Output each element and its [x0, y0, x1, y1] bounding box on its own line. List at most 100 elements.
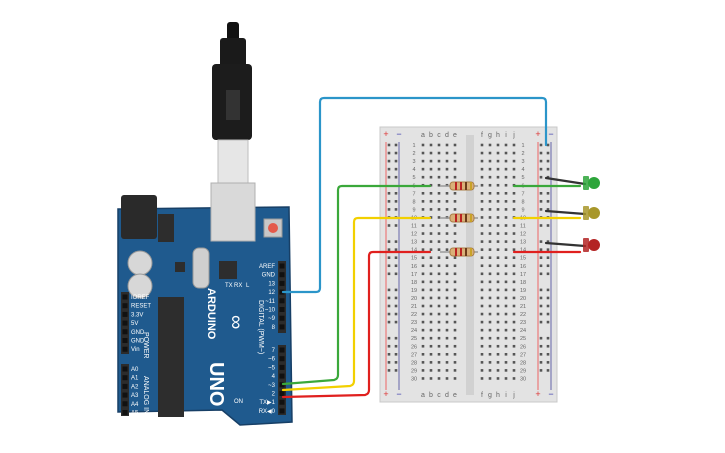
- breadboard-hole[interactable]: [504, 320, 508, 324]
- breadboard-hole[interactable]: [504, 377, 508, 380]
- breadboard-hole[interactable]: [445, 224, 449, 227]
- breadboard-hole[interactable]: [429, 336, 433, 340]
- pin-socket[interactable]: [279, 280, 285, 286]
- breadboard-hole[interactable]: [437, 183, 441, 187]
- breadboard-hole[interactable]: [496, 175, 500, 179]
- breadboard-hole[interactable]: [488, 240, 492, 243]
- breadboard-hole[interactable]: [453, 232, 457, 235]
- breadboard-hole[interactable]: [421, 296, 425, 300]
- pin-socket[interactable]: [279, 272, 285, 278]
- breadboard-hole[interactable]: [480, 248, 484, 251]
- rail-hole[interactable]: [394, 312, 398, 316]
- breadboard-hole[interactable]: [480, 328, 484, 332]
- rail-hole[interactable]: [387, 288, 391, 292]
- breadboard-hole[interactable]: [445, 296, 449, 300]
- breadboard-hole[interactable]: [496, 264, 500, 268]
- rail-hole[interactable]: [387, 248, 391, 251]
- breadboard-hole[interactable]: [453, 151, 457, 155]
- rail-hole[interactable]: [546, 151, 550, 155]
- rail-hole[interactable]: [539, 248, 543, 251]
- rail-hole[interactable]: [546, 167, 550, 171]
- breadboard-hole[interactable]: [512, 256, 516, 259]
- breadboard-hole[interactable]: [445, 344, 449, 348]
- breadboard-hole[interactable]: [453, 353, 457, 356]
- breadboard-hole[interactable]: [437, 264, 441, 268]
- rail-hole[interactable]: [546, 288, 550, 292]
- breadboard-hole[interactable]: [512, 224, 516, 227]
- breadboard-hole[interactable]: [512, 369, 516, 372]
- pin-socket[interactable]: [122, 375, 128, 381]
- breadboard-hole[interactable]: [488, 167, 492, 171]
- rail-hole[interactable]: [387, 344, 391, 348]
- breadboard-hole[interactable]: [504, 280, 508, 284]
- breadboard-hole[interactable]: [496, 353, 500, 356]
- pin-socket[interactable]: [279, 408, 285, 414]
- breadboard-hole[interactable]: [480, 369, 484, 372]
- breadboard-hole[interactable]: [445, 304, 449, 308]
- breadboard-hole[interactable]: [488, 175, 492, 179]
- breadboard-hole[interactable]: [488, 336, 492, 340]
- breadboard-hole[interactable]: [504, 336, 508, 340]
- breadboard-hole[interactable]: [496, 361, 500, 364]
- breadboard-hole[interactable]: [480, 264, 484, 268]
- breadboard-hole[interactable]: [504, 256, 508, 259]
- breadboard-hole[interactable]: [496, 240, 500, 243]
- breadboard-hole[interactable]: [504, 353, 508, 356]
- rail-hole[interactable]: [539, 312, 543, 316]
- breadboard-hole[interactable]: [429, 240, 433, 243]
- breadboard-hole[interactable]: [437, 296, 441, 300]
- breadboard-hole[interactable]: [488, 296, 492, 300]
- breadboard-hole[interactable]: [429, 304, 433, 308]
- rail-hole[interactable]: [546, 353, 550, 356]
- breadboard-hole[interactable]: [421, 288, 425, 292]
- breadboard-hole[interactable]: [421, 240, 425, 243]
- rail-hole[interactable]: [387, 175, 391, 179]
- breadboard-hole[interactable]: [512, 232, 516, 235]
- breadboard-hole[interactable]: [480, 256, 484, 259]
- breadboard-hole[interactable]: [429, 377, 433, 380]
- breadboard-hole[interactable]: [421, 320, 425, 324]
- rail-hole[interactable]: [546, 296, 550, 300]
- breadboard-hole[interactable]: [437, 312, 441, 316]
- rail-hole[interactable]: [387, 353, 391, 356]
- breadboard-hole[interactable]: [512, 192, 516, 195]
- breadboard-hole[interactable]: [480, 336, 484, 340]
- rail-hole[interactable]: [394, 272, 398, 276]
- breadboard-hole[interactable]: [445, 328, 449, 332]
- breadboard-hole[interactable]: [437, 361, 441, 364]
- breadboard-hole[interactable]: [488, 344, 492, 348]
- breadboard-hole[interactable]: [496, 312, 500, 316]
- breadboard-hole[interactable]: [504, 224, 508, 227]
- breadboard-hole[interactable]: [437, 353, 441, 356]
- breadboard-hole[interactable]: [437, 151, 441, 155]
- breadboard-hole[interactable]: [445, 353, 449, 356]
- breadboard-hole[interactable]: [453, 167, 457, 171]
- breadboard-hole[interactable]: [437, 377, 441, 380]
- breadboard-hole[interactable]: [488, 183, 492, 187]
- rail-hole[interactable]: [539, 167, 543, 171]
- breadboard-hole[interactable]: [445, 312, 449, 316]
- rail-hole[interactable]: [546, 304, 550, 308]
- rail-hole[interactable]: [387, 312, 391, 316]
- breadboard-hole[interactable]: [496, 256, 500, 259]
- breadboard-hole[interactable]: [512, 151, 516, 155]
- breadboard-hole[interactable]: [496, 167, 500, 171]
- breadboard-hole[interactable]: [512, 304, 516, 308]
- pin-socket[interactable]: [122, 346, 128, 352]
- rail-hole[interactable]: [539, 369, 543, 372]
- breadboard-hole[interactable]: [453, 280, 457, 284]
- breadboard-hole[interactable]: [504, 200, 508, 203]
- rail-hole[interactable]: [539, 264, 543, 268]
- rail-hole[interactable]: [546, 320, 550, 324]
- rail-hole[interactable]: [394, 256, 398, 259]
- breadboard-hole[interactable]: [488, 232, 492, 235]
- breadboard-hole[interactable]: [429, 361, 433, 364]
- pin-socket[interactable]: [122, 401, 128, 407]
- breadboard-hole[interactable]: [504, 240, 508, 243]
- breadboard-hole[interactable]: [512, 288, 516, 292]
- breadboard-hole[interactable]: [488, 256, 492, 259]
- pin-socket[interactable]: [279, 364, 285, 370]
- breadboard-hole[interactable]: [512, 167, 516, 171]
- breadboard-hole[interactable]: [437, 328, 441, 332]
- rail-hole[interactable]: [394, 320, 398, 324]
